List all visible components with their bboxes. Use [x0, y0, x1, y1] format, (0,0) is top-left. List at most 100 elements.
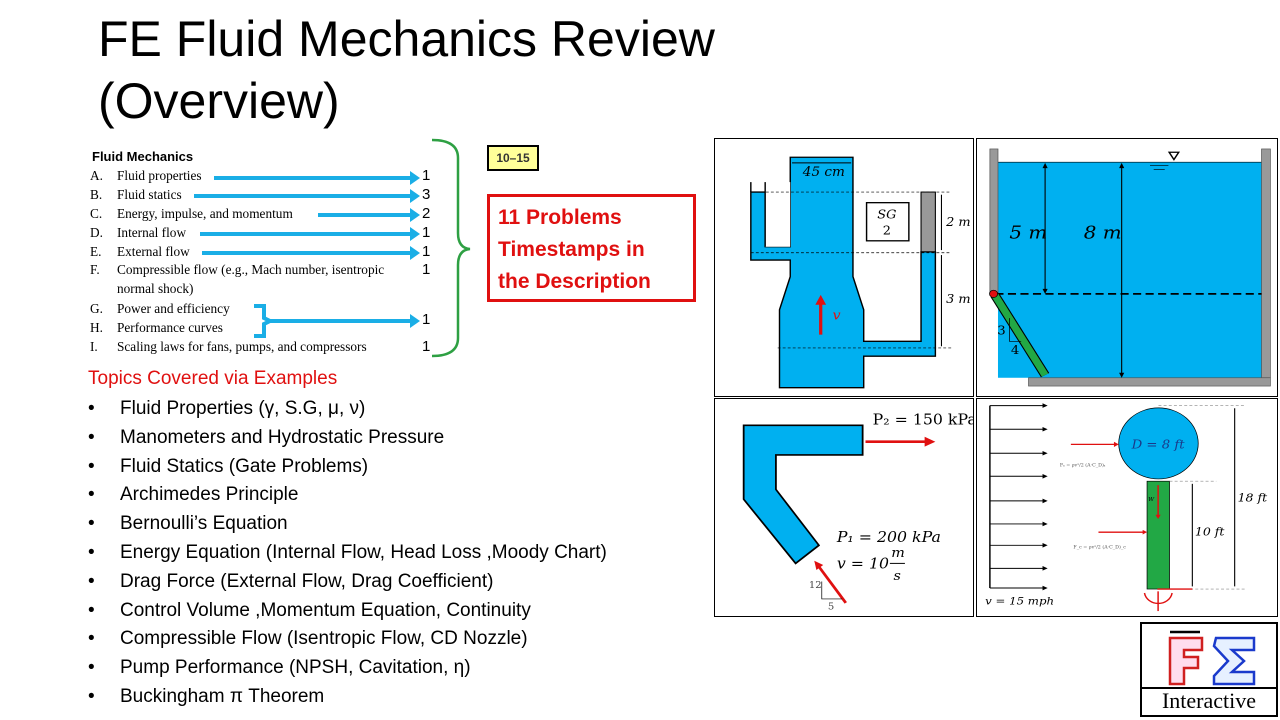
- item-text: Performance curves: [117, 320, 223, 335]
- item-count: 1: [422, 338, 431, 355]
- topic-text: Manometers and Hydrostatic Pressure: [120, 426, 445, 448]
- topic-item: • Energy Equation (Internal Flow, Head Lo…: [88, 541, 607, 570]
- topic-text: Fluid Statics (Gate Problems): [120, 455, 369, 477]
- inlet-pressure-label: P₁ = 200 kPa: [836, 529, 941, 546]
- item-letter: B.: [90, 187, 103, 202]
- wind-velocity-label: v = 15 mph: [985, 595, 1054, 607]
- bullet-icon: •: [88, 398, 95, 419]
- item-letter: G.: [90, 301, 103, 316]
- item-letter: F.: [90, 262, 100, 277]
- topic-text: Archimedes Principle: [120, 484, 299, 506]
- topic-text: Drag Force (External Flow, Drag Coeffici…: [120, 570, 494, 592]
- logo-wordmark: Interactive: [1142, 687, 1276, 715]
- pipe-bend-diagram: P₂ = 150 kPa P₁ = 200 kPa v = 10 m s 12 …: [714, 398, 974, 617]
- wind-arrowhead: [1042, 585, 1048, 591]
- callout-line: 11 Problems: [498, 206, 622, 229]
- slope-rise: 3: [997, 323, 1005, 337]
- topic-item: •Compressible Flow (Isentropic Flow, CD …: [88, 627, 607, 656]
- topic-text: Fluid Properties (γ, S.G, μ, ν): [120, 398, 366, 419]
- item-letter: A.: [90, 168, 103, 183]
- arrow-icon: [318, 208, 420, 222]
- problems-callout: 11 Problems Timestamps in the Descriptio…: [487, 194, 696, 302]
- pole-drag-formula: F_c = ρv²/2 (A·C_D)_c: [1073, 544, 1126, 551]
- wind-arrowhead: [1042, 521, 1048, 527]
- width-label: 45 cm: [802, 166, 845, 180]
- fe-interactive-logo: Interactive: [1140, 622, 1278, 717]
- manometer-diagram: 45 cm SG 2 2 m 3 m v: [714, 138, 974, 397]
- arrow-icon: [214, 171, 420, 185]
- topic-text: Bernoulli’s Equation: [120, 513, 288, 535]
- problem-range-badge: 10–15: [487, 145, 539, 171]
- bullet-icon: •: [88, 570, 95, 592]
- velocity-unit-numerator: m: [891, 545, 905, 560]
- topic-item: • Archimedes Principle: [88, 483, 607, 512]
- pole-height-label: 10 ft: [1195, 525, 1225, 538]
- bullet-icon: •: [88, 541, 95, 563]
- topic-item: • Buckingham π Theorem: [88, 685, 607, 714]
- item-count: 2: [422, 205, 431, 222]
- wind-arrowhead: [1042, 450, 1048, 456]
- velocity-unit-denominator: s: [893, 568, 900, 583]
- item-letter: H.: [90, 320, 103, 335]
- bullet-icon: •: [88, 426, 95, 448]
- bullet-icon: •: [88, 484, 95, 506]
- arrow-icon: [200, 227, 420, 241]
- sg-value: 2: [883, 223, 891, 237]
- slope-run: 5: [828, 602, 834, 613]
- callout-line: the Description: [498, 270, 651, 293]
- arrow-icon: [270, 314, 420, 328]
- wind-arrowhead: [1042, 498, 1048, 504]
- topic-text: Buckingham π Theorem: [120, 685, 325, 707]
- curly-brace-icon: [431, 138, 471, 358]
- sign-drag-formula: Fₛ = ρv²/2 (A·C_D)ₛ: [1060, 462, 1106, 469]
- sign-drag-diagram: D = 8 ft 18 ft 10 ft v = 15 mph W Fₛ = ρ…: [976, 398, 1278, 617]
- bullet-icon: •: [88, 513, 95, 535]
- topic-item: •Pump Performance (NPSH, Cavitation, η): [88, 656, 607, 685]
- depth-label-8m: 8 m: [1084, 222, 1122, 243]
- item-text: Fluid properties: [117, 168, 202, 183]
- fe-spec-heading: Fluid Mechanics: [92, 149, 194, 164]
- item-letter: C.: [90, 206, 103, 221]
- depth-label-5m: 5 m: [1009, 222, 1047, 243]
- bullet-icon: •: [88, 455, 95, 477]
- topic-item: • Fluid Statics (Gate Problems): [88, 455, 607, 484]
- topic-item: • Manometers and Hydrostatic Pressure: [88, 426, 607, 455]
- slope-rise: 12: [809, 580, 822, 591]
- wind-arrowhead: [1042, 566, 1048, 571]
- bullet-icon: •: [88, 685, 95, 707]
- diameter-label: D = 8 ft: [1131, 437, 1186, 451]
- item-count: 1: [422, 243, 431, 260]
- arrow-icon: [194, 189, 420, 203]
- item-count: 3: [422, 186, 431, 203]
- bullet-icon: •: [88, 599, 95, 621]
- total-height-label: 18 ft: [1238, 491, 1268, 504]
- item-letter: I.: [90, 339, 98, 354]
- velocity-label: v: [833, 308, 841, 323]
- bullet-icon: •: [88, 628, 95, 650]
- title-line-1: FE Fluid Mechanics Review: [98, 11, 715, 67]
- item-letter: E.: [90, 244, 102, 259]
- item-text: External flow: [117, 244, 190, 259]
- item-count: 1: [422, 167, 431, 184]
- gate-tank-diagram: 5 m 8 m 3 4: [976, 138, 1278, 397]
- topic-item: • Bernoulli’s Equation: [88, 512, 607, 541]
- callout-line: Timestamps in: [498, 238, 645, 261]
- wind-arrowhead: [1042, 543, 1048, 548]
- topics-list: • Fluid Properties (γ, S.G, μ, ν) • Manomet…: [88, 397, 607, 714]
- item-text: Scaling laws for fans, pumps, and compre…: [117, 339, 367, 354]
- logo-mark-icon: [1168, 630, 1256, 686]
- topic-text: Control Volume ,Momentum Equation, Conti…: [120, 599, 531, 621]
- weight-label: W: [1148, 497, 1155, 503]
- topic-text: Energy Equation (Internal Flow, Head Los…: [120, 541, 607, 563]
- arrow-icon: [202, 246, 420, 260]
- item-text: Fluid statics: [117, 187, 182, 202]
- slope-run: 4: [1011, 343, 1019, 357]
- item-text: Power and efficiency: [117, 301, 230, 316]
- water-surface-icon: [1167, 151, 1181, 161]
- sg-label: SG: [877, 207, 896, 221]
- topic-item: • Control Volume ,Momentum Equation, Cont…: [88, 599, 607, 628]
- bullet-icon: •: [88, 657, 95, 679]
- item-letter: D.: [90, 225, 103, 240]
- wind-arrowhead: [1042, 403, 1048, 408]
- item-text: Compressible flow (e.g., Mach number, is…: [117, 262, 385, 277]
